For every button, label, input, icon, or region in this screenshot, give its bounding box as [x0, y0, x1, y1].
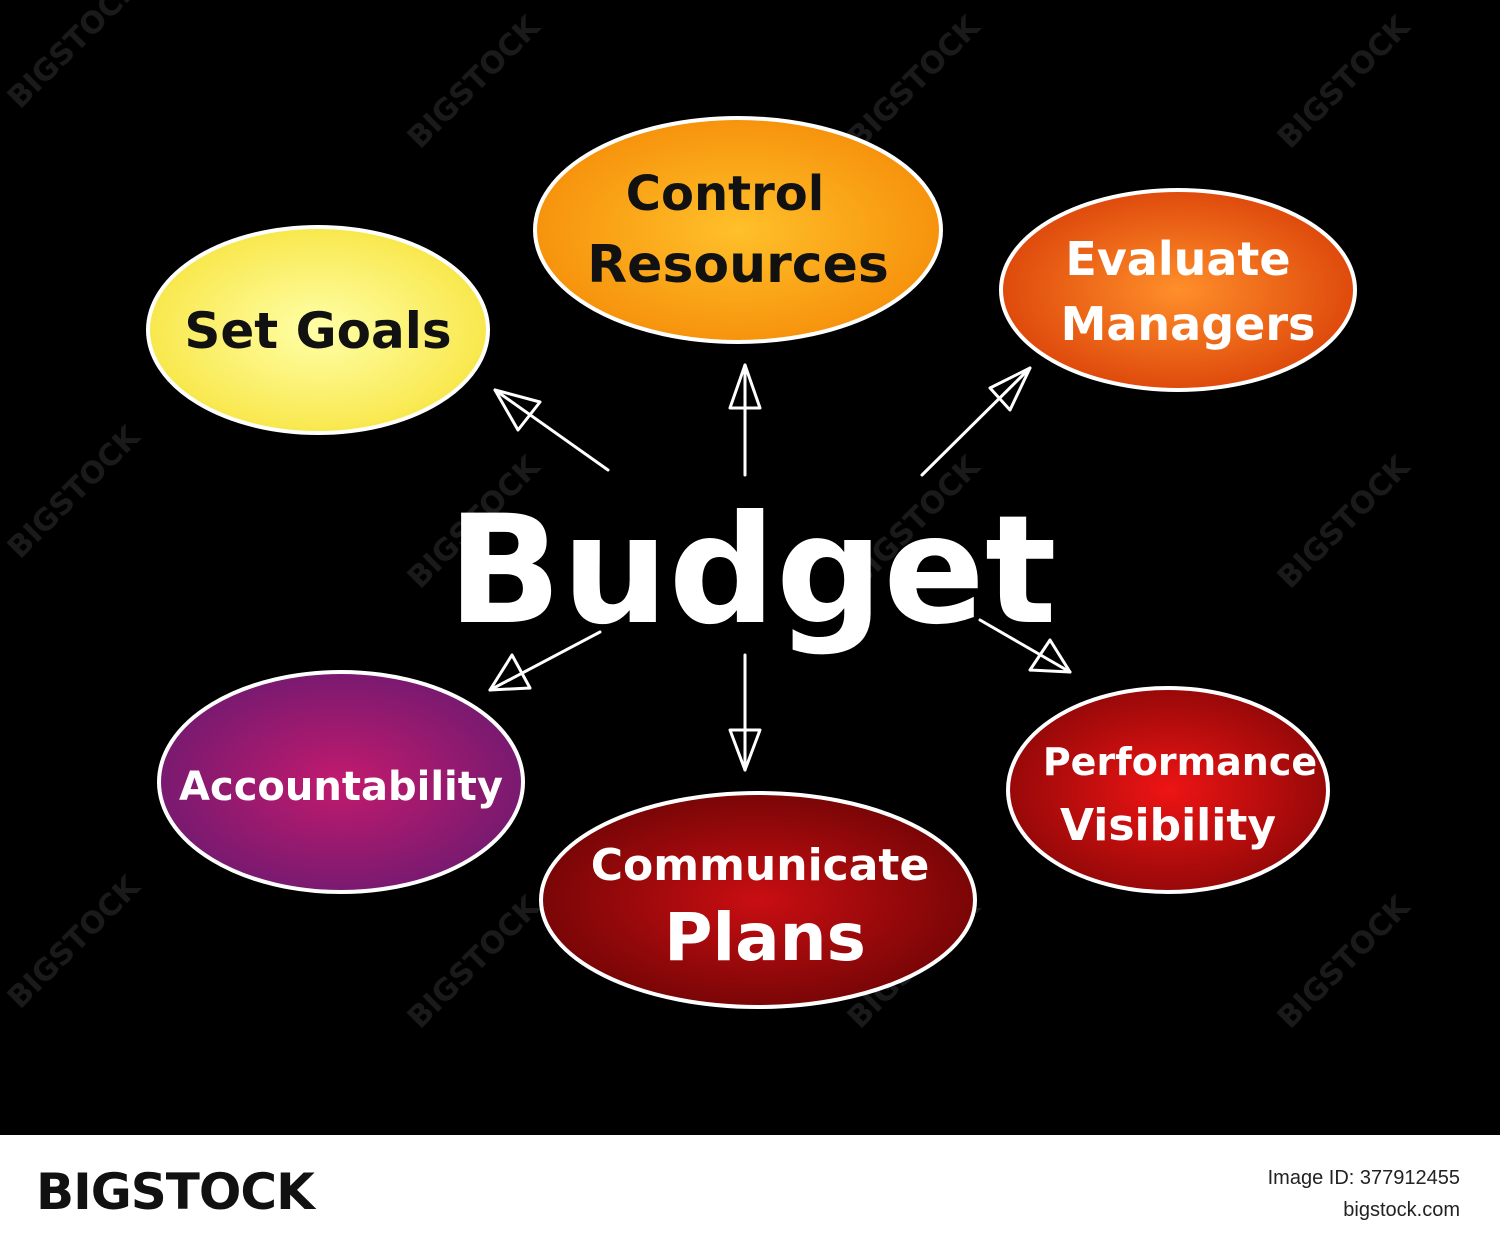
- watermark-text: BIGSTOCK: [1271, 8, 1418, 155]
- watermark-text: BIGSTOCK: [401, 8, 548, 155]
- node-evaluate-managers: Evaluate Managers: [999, 188, 1357, 392]
- watermark-text: BIGSTOCK: [1271, 448, 1418, 595]
- node-evaluate-managers-line2: Managers: [1061, 297, 1316, 351]
- arrow-to-set-goals: [493, 388, 610, 472]
- node-set-goals-bubble: [146, 225, 490, 435]
- node-evaluate-managers-line1: Evaluate: [1065, 232, 1290, 286]
- node-performance-visibility: Performance Visibility: [1006, 686, 1330, 894]
- watermark-text: BIGSTOCK: [1271, 888, 1418, 1035]
- watermark-text: BIGSTOCK: [1, 418, 148, 565]
- image-site: bigstock.com: [1343, 1199, 1460, 1221]
- node-performance-visibility-line1: Performance: [1043, 740, 1317, 784]
- node-communicate-plans: Communicate Plans: [539, 791, 977, 1009]
- brand-logo: BIGSTOCK: [36, 1163, 315, 1221]
- node-control-resources: Control Resources: [533, 116, 943, 344]
- watermark-text: BIGSTOCK: [841, 8, 988, 155]
- node-accountability-bubble: [157, 670, 525, 894]
- arrow-to-accountability: [488, 630, 602, 692]
- node-control-resources-line1: Control: [626, 166, 824, 222]
- node-evaluate-managers-bubble: [999, 188, 1357, 392]
- node-communicate-plans-bubble: [539, 791, 977, 1009]
- node-set-goals: Set Goals: [146, 225, 490, 435]
- node-performance-visibility-bubble: [1006, 686, 1330, 894]
- diagram-title: Budget: [447, 484, 1056, 658]
- mind-map: BIGSTOCK BIGSTOCK BIGSTOCK BIGSTOCK BIGS…: [1, 0, 1418, 1036]
- node-performance-visibility-line2: Visibility: [1060, 800, 1276, 851]
- watermark-text: BIGSTOCK: [401, 888, 548, 1035]
- node-control-resources-line2: Resources: [587, 235, 889, 295]
- arrow-to-control-resources: [728, 363, 762, 477]
- watermark-text: BIGSTOCK: [1, 0, 148, 116]
- node-set-goals-label: Set Goals: [184, 302, 451, 360]
- watermark-text: BIGSTOCK: [1, 868, 148, 1015]
- node-communicate-plans-line1: Communicate: [591, 840, 930, 891]
- node-accountability-label: Accountability: [179, 764, 503, 810]
- arrow-to-performance-visibility: [978, 618, 1072, 674]
- arrow-to-communicate-plans: [728, 653, 762, 772]
- footer: BIGSTOCK Image ID: 377912455 bigstock.co…: [0, 1135, 1500, 1253]
- node-control-resources-bubble: [533, 116, 943, 344]
- arrow-to-evaluate-managers: [920, 366, 1032, 477]
- node-communicate-plans-line2: Plans: [664, 899, 866, 976]
- arrows: [488, 363, 1072, 772]
- image-id: Image ID: 377912455: [1267, 1167, 1460, 1189]
- node-accountability: Accountability: [157, 670, 525, 894]
